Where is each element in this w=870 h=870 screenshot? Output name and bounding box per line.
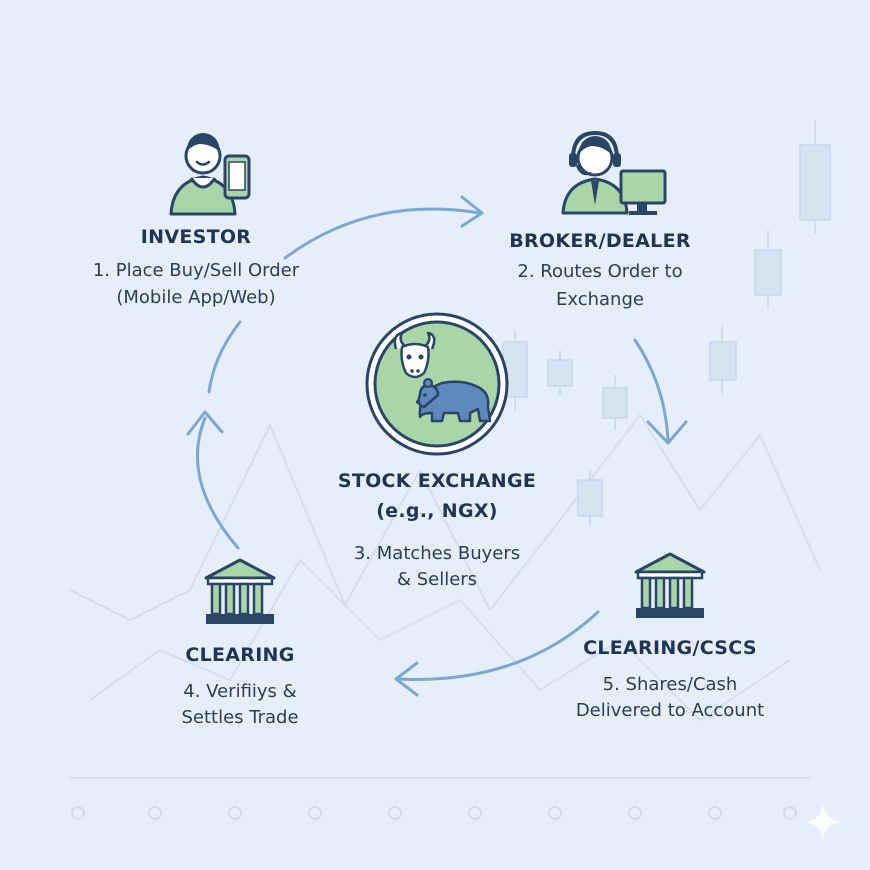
clearing-desc-line2: Settles Trade xyxy=(181,707,299,728)
bank-building-icon xyxy=(634,552,706,618)
arrow-broker-to-cscs xyxy=(633,338,670,442)
broker-desc-line1: 2. Routes Order to xyxy=(517,261,683,282)
exchange-desc-line2: & Sellers xyxy=(396,569,478,590)
broker-title: BROKER/DEALER xyxy=(509,230,691,252)
clearing-cscs-desc-line2: Delivered to Account xyxy=(575,700,765,721)
arrow-head-cscs xyxy=(646,420,688,445)
arrow-head-investor xyxy=(186,410,224,436)
bull-bear-icon xyxy=(365,312,509,456)
exchange-title-line1: STOCK EXCHANGE xyxy=(337,470,537,492)
clearing-cscs-desc-line1: 5. Shares/Cash xyxy=(602,674,738,695)
exchange-title-line2: (e.g., NGX) xyxy=(376,500,498,522)
arrow-cscs-to-clearing xyxy=(396,610,600,681)
investor-title: INVESTOR xyxy=(140,226,252,248)
arrow-investor-to-broker xyxy=(283,207,482,260)
person-with-phone-icon xyxy=(169,133,251,216)
clearing-desc-line1: 4. Verifiiys & xyxy=(183,681,297,702)
clearing-cscs-title: CLEARING/CSCS xyxy=(583,637,757,659)
clearing-title: CLEARING xyxy=(185,644,295,666)
investor-desc-line1: 1. Place Buy/Sell Order xyxy=(92,260,300,281)
broker-desc-line2: Exchange xyxy=(556,289,644,310)
arrow-clearing-to-investor xyxy=(195,416,240,550)
sparkle-icon xyxy=(805,804,841,840)
exchange-desc-line1: 3. Matches Buyers xyxy=(353,543,521,564)
arrow-exit-investor xyxy=(207,320,242,394)
bank-building-icon-clearing xyxy=(204,558,276,624)
arrow-head-broker xyxy=(460,195,484,228)
arrow-head-clearing xyxy=(394,661,419,697)
bull-icon xyxy=(393,331,436,379)
broker-headset-computer-icon xyxy=(561,130,667,215)
bear-icon xyxy=(416,378,492,423)
investor-desc-line2: (Mobile App/Web) xyxy=(116,287,276,308)
